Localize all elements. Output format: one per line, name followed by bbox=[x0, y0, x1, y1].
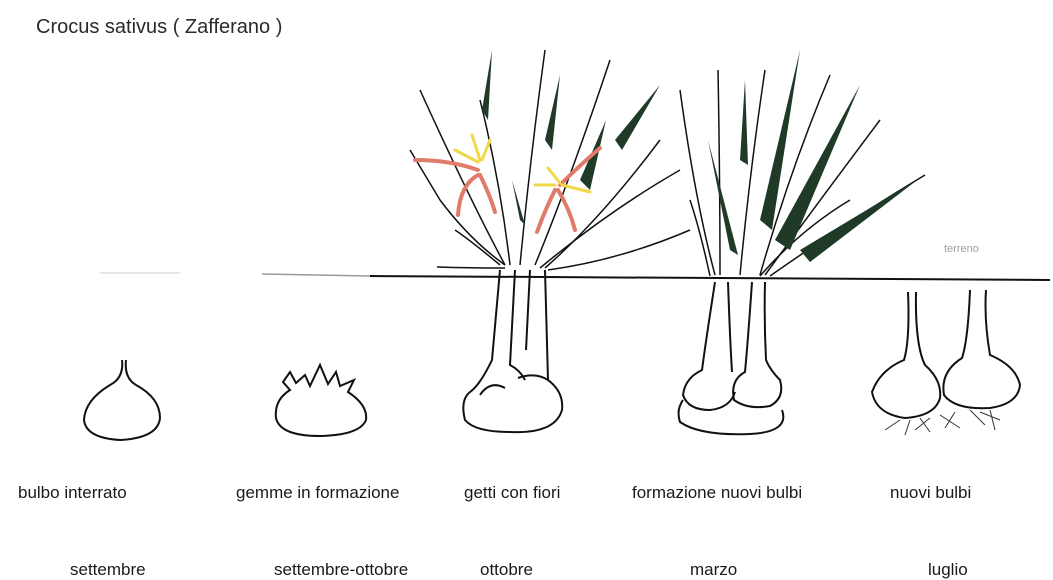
bulb-stage-2 bbox=[276, 365, 366, 436]
stage-2-month: settembre-ottobre bbox=[274, 560, 408, 580]
soil-line bbox=[100, 273, 1050, 280]
stage-5-label: nuovi bulbi bbox=[890, 483, 971, 503]
stage-3-label: getti con fiori bbox=[464, 483, 560, 503]
bulbs-stage-5 bbox=[872, 290, 1020, 435]
bulb-stage-1 bbox=[84, 360, 160, 440]
stage-4-label: formazione nuovi bulbi bbox=[632, 483, 802, 503]
stage-4-month: marzo bbox=[690, 560, 737, 580]
stage-1-label: bulbo interrato bbox=[18, 483, 127, 503]
plant-stage-3 bbox=[410, 50, 690, 432]
stage-2-label: gemme in formazione bbox=[236, 483, 399, 503]
soil-label: terreno bbox=[944, 243, 979, 255]
stage-1-month: settembre bbox=[70, 560, 146, 580]
plant-stage-4 bbox=[679, 50, 925, 434]
stage-5-month: luglio bbox=[928, 560, 968, 580]
stage-3-month: ottobre bbox=[480, 560, 533, 580]
